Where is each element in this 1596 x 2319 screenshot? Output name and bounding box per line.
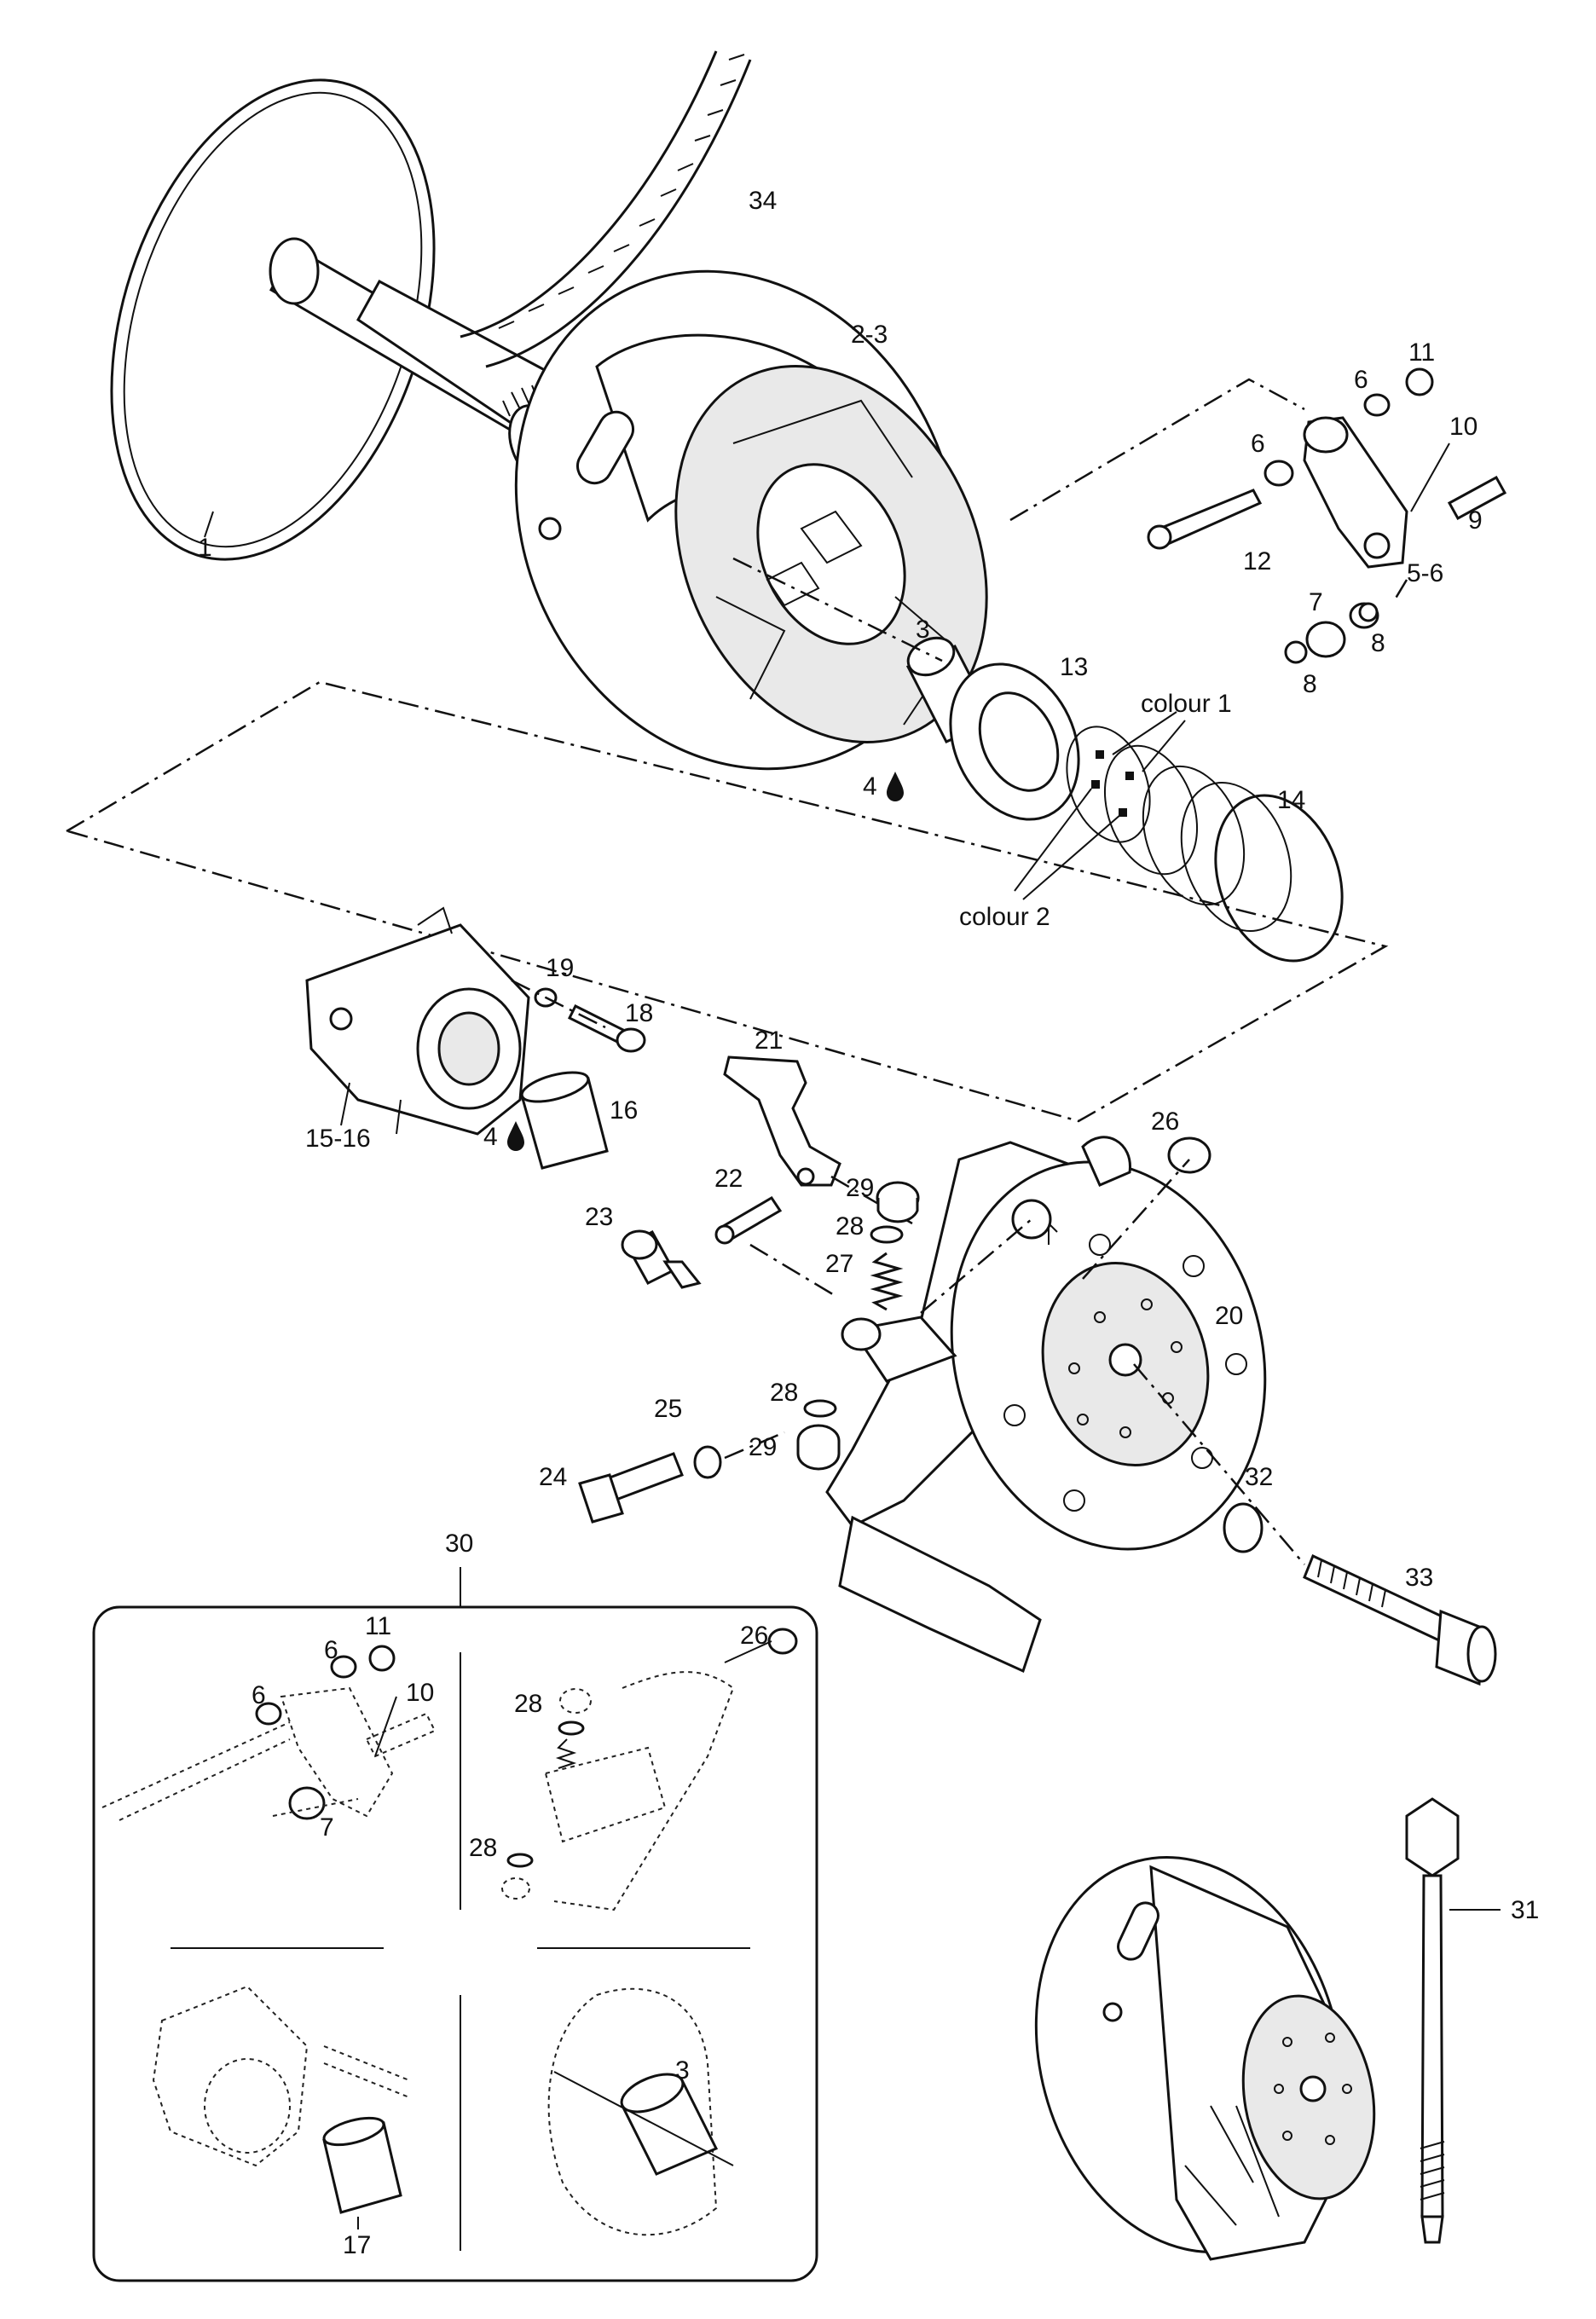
- label-part-13: 13: [1060, 653, 1088, 681]
- bushing-part-29b: [796, 1424, 841, 1471]
- lever-part-5-6: [1303, 416, 1408, 569]
- washer-part-8a: [1284, 640, 1308, 664]
- label-part-12: 12: [1243, 547, 1271, 575]
- assembled-pulley: [1034, 1856, 1376, 2261]
- washer-part-13: [949, 662, 1080, 821]
- label-part-6b: 6: [1251, 430, 1265, 458]
- inset-label-10: 10: [406, 1679, 434, 1707]
- pivot-arm: [841, 1316, 957, 1383]
- label-part-18: 18: [625, 999, 653, 1027]
- bushing-part-6a: [1363, 393, 1391, 417]
- inset-label-17: 17: [343, 2231, 371, 2259]
- washer-part-25: [693, 1445, 722, 1479]
- o-ring-part-28a: [870, 1225, 904, 1244]
- label-part-25: 25: [654, 1395, 682, 1423]
- label-part-34: 34: [749, 187, 777, 215]
- label-part-29b: 29: [749, 1433, 777, 1461]
- label-part-20: 20: [1215, 1302, 1243, 1330]
- bushing-part-6b: [1264, 460, 1294, 487]
- washer-part-32: [1223, 1502, 1264, 1553]
- label-part-33: 33: [1405, 1564, 1433, 1592]
- label-part-9: 9: [1468, 506, 1483, 535]
- label-part-8a: 8: [1371, 629, 1385, 657]
- label-part-7: 7: [1309, 588, 1323, 616]
- o-ring-part-28b: [803, 1399, 837, 1418]
- label-part-22: 22: [714, 1165, 743, 1193]
- hub-part-20: [825, 1136, 1267, 1674]
- label-part-15-16: 15-16: [305, 1125, 371, 1153]
- label-part-11: 11: [1408, 338, 1435, 367]
- inset-label-28a: 28: [514, 1690, 542, 1718]
- label-part-3: 3: [916, 616, 930, 644]
- label-part-24: 24: [539, 1463, 567, 1491]
- label-part-19: 19: [546, 954, 574, 982]
- housing-part-2-3: [514, 269, 988, 771]
- cam-part-15-16: [305, 906, 530, 1136]
- label-part-29a: 29: [846, 1174, 874, 1202]
- pin-part-9: [1447, 475, 1507, 521]
- label-part-31: 31: [1511, 1896, 1539, 1924]
- belt-part-34: [460, 50, 752, 368]
- oil-drop-icon: [507, 1121, 524, 1151]
- label-colour-2: colour 2: [959, 903, 1050, 931]
- label-part-1: 1: [198, 534, 212, 562]
- label-part-32: 32: [1245, 1463, 1273, 1491]
- bushing-part-16: [520, 1071, 609, 1170]
- spring-part-27: [870, 1252, 904, 1311]
- label-part-26: 26: [1151, 1107, 1179, 1136]
- pin-part-22: [714, 1195, 783, 1245]
- label-part-14: 14: [1277, 786, 1305, 814]
- bolt-part-24: [578, 1452, 684, 1524]
- washer-part-26: [1167, 1136, 1211, 1174]
- label-part-30: 30: [445, 1530, 473, 1558]
- label-part-10: 10: [1449, 413, 1477, 441]
- label-part-27: 27: [825, 1250, 853, 1278]
- label-part-28b: 28: [770, 1379, 798, 1407]
- label-part-5-6: 5-6: [1407, 559, 1443, 587]
- label-part-4b: 4: [483, 1123, 498, 1151]
- inset-label-28b: 28: [469, 1834, 497, 1862]
- inset-box-30: [92, 1567, 818, 2282]
- weight-part-21: [723, 1055, 841, 1187]
- label-part-28a: 28: [836, 1212, 864, 1240]
- sheave-part-1: [110, 78, 566, 561]
- oil-drop-icon: [887, 772, 904, 801]
- assembly-boundary-line: [66, 680, 1389, 1123]
- inset-label-26: 26: [740, 1622, 768, 1650]
- spring-part-14: [1066, 726, 1344, 963]
- label-part-8b: 8: [1303, 670, 1317, 698]
- washer-part-8b: [1358, 602, 1379, 622]
- label-part-23: 23: [585, 1203, 613, 1231]
- label-part-6a: 6: [1354, 366, 1368, 394]
- inset-label-3: 3: [675, 2056, 690, 2085]
- puller-tool-part-31: [1405, 1797, 1501, 2244]
- label-part-16: 16: [610, 1096, 638, 1125]
- inset-label-6b: 6: [252, 1681, 266, 1709]
- bolt-part-12: [1147, 489, 1263, 550]
- inset-label-6a: 6: [324, 1636, 338, 1664]
- inset-label-7: 7: [320, 1813, 334, 1842]
- label-part-4a: 4: [863, 772, 877, 801]
- bushing-part-29a: [876, 1181, 920, 1223]
- label-colour-1: colour 1: [1141, 690, 1232, 718]
- inset-label-11: 11: [365, 1612, 391, 1640]
- label-part-21: 21: [755, 1026, 783, 1055]
- bolt-part-33: [1303, 1553, 1497, 1686]
- nut-part-11: [1405, 367, 1434, 396]
- bolt-part-23: [621, 1229, 702, 1289]
- label-part-2-3: 2-3: [851, 321, 888, 349]
- pin-part-10: [1410, 442, 1450, 512]
